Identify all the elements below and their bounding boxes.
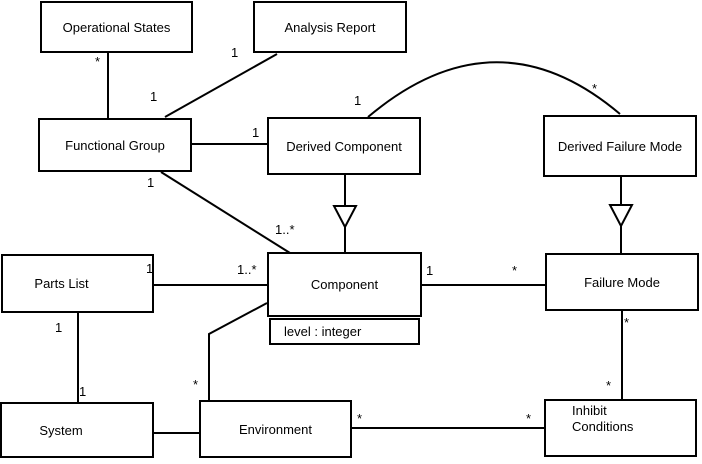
multiplicity-label: *	[193, 377, 199, 392]
class-name: Inhibit Conditions	[572, 403, 634, 434]
class-node-operational-states: Operational States	[40, 1, 193, 53]
class-name: Analysis Report	[284, 19, 376, 35]
multiplicity-label: 1	[354, 93, 362, 108]
multiplicity-label: *	[624, 315, 630, 330]
multiplicity-label: 1	[55, 320, 63, 335]
class-name: System	[39, 422, 83, 438]
class-node-component-attributes: level : integer	[269, 318, 420, 345]
multiplicity-label: 1	[231, 45, 239, 60]
class-node-derived-failure-mode: Derived Failure Mode	[543, 115, 697, 177]
edge-component-environment	[208, 302, 268, 401]
multiplicity-label: 1	[79, 384, 87, 399]
class-node-inhibit-conditions: Inhibit Conditions	[544, 399, 697, 457]
multiplicity-label: *	[606, 378, 612, 393]
generalization-triangle-icon	[608, 204, 634, 229]
class-name: Operational States	[62, 19, 171, 35]
class-node-system: System	[0, 402, 154, 458]
class-name: Failure Mode	[584, 274, 660, 290]
edge-analysis-report-functional-group	[164, 53, 278, 118]
class-name: Derived Component	[286, 138, 402, 154]
class-node-environment: Environment	[199, 400, 352, 458]
multiplicity-label: *	[357, 411, 363, 426]
edge-derived-component-derived-failure-mode-arc	[367, 61, 621, 118]
multiplicity-label: 1	[147, 175, 155, 190]
multiplicity-label: 1..*	[275, 222, 295, 237]
multiplicity-label: *	[526, 411, 532, 426]
multiplicity-label: 1	[150, 89, 158, 104]
class-node-analysis-report: Analysis Report	[253, 1, 407, 53]
class-name: Parts List	[34, 276, 89, 291]
multiplicity-label: *	[512, 263, 518, 278]
class-attribute: level : integer	[284, 324, 362, 339]
multiplicity-label: 1	[146, 261, 154, 276]
class-node-derived-component: Derived Component	[267, 117, 421, 175]
multiplicity-label: 1	[252, 125, 260, 140]
class-node-functional-group: Functional Group	[38, 118, 192, 172]
edge-functional-group-component	[160, 171, 291, 254]
class-name: Environment	[239, 421, 312, 437]
multiplicity-label: *	[592, 81, 598, 96]
class-node-parts-list: Parts List	[1, 254, 154, 313]
class-name: Component	[310, 277, 379, 292]
class-name: Functional Group	[65, 137, 165, 153]
multiplicity-label: 1	[426, 263, 434, 278]
class-node-component: Component	[267, 252, 422, 317]
class-node-failure-mode: Failure Mode	[545, 253, 699, 311]
multiplicity-label: 1..*	[237, 262, 257, 277]
generalization-triangle-icon	[332, 205, 358, 230]
multiplicity-label: *	[95, 54, 101, 69]
class-name: Derived Failure Mode	[557, 138, 683, 154]
